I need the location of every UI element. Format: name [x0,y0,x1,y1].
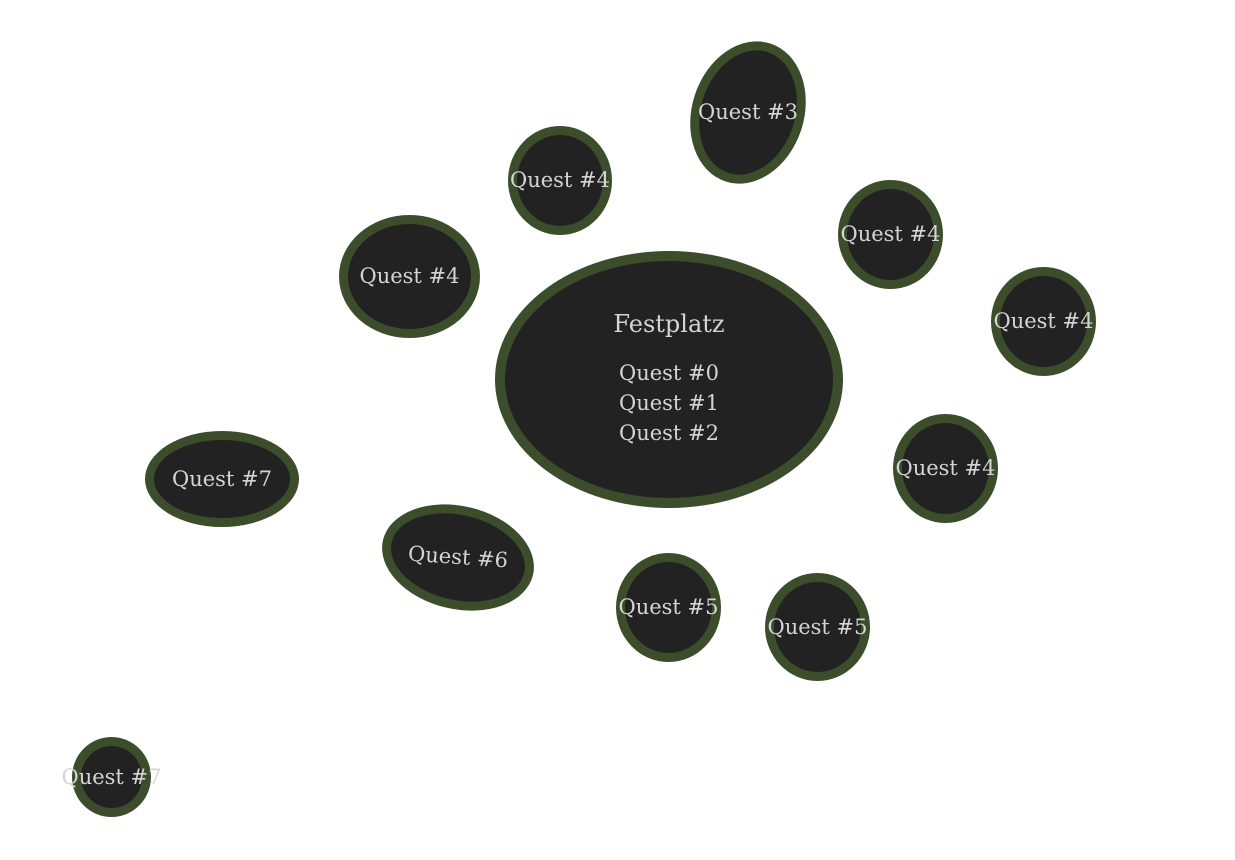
quest-node-4a[interactable]: Quest #4 [508,126,612,235]
quest-node-label: Quest #4 [840,222,941,246]
hub-title: Festplatz [613,309,725,338]
quest-node-label: Quest #6 [407,541,509,573]
quest-node-5a[interactable]: Quest #5 [616,553,721,662]
quest-node-label: Quest #7 [171,466,273,491]
quest-node-label: Quest #4 [895,456,996,480]
quest-node-6[interactable]: Quest #6 [371,489,545,626]
hub-quest-item: Quest #1 [618,390,720,415]
hub-quest-item: Quest #2 [618,420,720,445]
quest-node-label: Quest #7 [61,764,162,789]
hub-quest-list: Quest #0 Quest #1 Quest #2 [619,358,719,448]
quest-node-label: Quest #4 [509,168,611,192]
hub-node-festplatz[interactable]: Festplatz Quest #0 Quest #1 Quest #2 [495,251,843,508]
quest-node-4b[interactable]: Quest #4 [339,215,480,338]
hub-quest-item: Quest #0 [618,360,720,385]
quest-node-label: Quest #4 [993,309,1094,333]
quest-node-7b[interactable]: Quest #7 [61,737,162,817]
quest-node-3[interactable]: Quest #3 [672,26,824,199]
quest-node-label: Quest #5 [767,614,868,639]
quest-node-7a[interactable]: Quest #7 [145,431,299,527]
quest-node-4c[interactable]: Quest #4 [838,180,943,289]
quest-node-4d[interactable]: Quest #4 [991,267,1096,376]
quest-node-4e[interactable]: Quest #4 [893,414,998,523]
quest-node-label: Quest #5 [618,595,719,619]
quest-node-label: Quest #4 [359,264,460,288]
quest-node-5b[interactable]: Quest #5 [765,573,870,681]
quest-node-label: Quest #3 [697,100,799,124]
